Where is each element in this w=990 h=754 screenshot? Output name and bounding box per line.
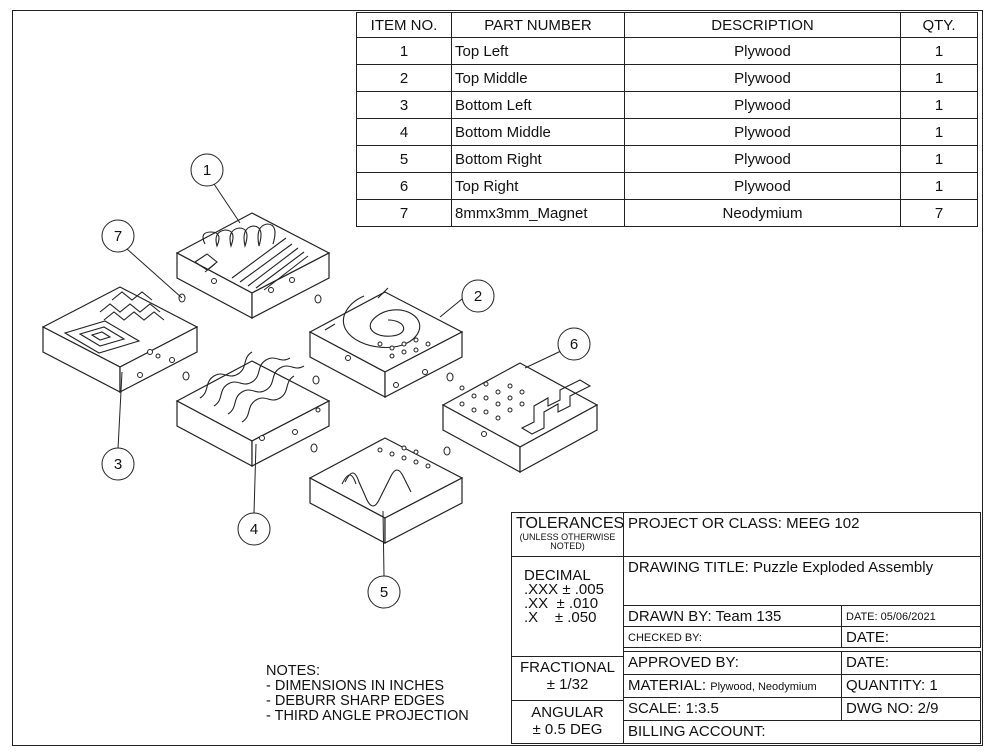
- balloon-3: 3: [101, 447, 135, 481]
- bom-cell-desc: Plywood: [624, 145, 901, 173]
- angular-tolerance-cell: ANGULAR ± 0.5 DEG: [511, 700, 624, 744]
- balloon-3-label: 3: [114, 456, 122, 473]
- drawing-sheet-border: [12, 10, 983, 746]
- decimal-xxx: .XXX ± .005: [524, 581, 604, 598]
- decimal-tolerance-cell: DECIMAL .XXX ± .005 .XX ± .010 .X ± .050: [511, 556, 624, 657]
- bom-cell-desc: Plywood: [624, 118, 901, 146]
- magnets: [178, 293, 454, 456]
- notes-heading: NOTES:: [266, 663, 320, 679]
- part-bottom-left: [41, 286, 199, 393]
- bom-header-part-number: PART NUMBER: [451, 12, 625, 38]
- tolerances-unless: (UNLESS OTHERWISE: [519, 532, 616, 542]
- part-top-middle: [308, 287, 464, 398]
- bom-cell-qty: 1: [900, 145, 978, 173]
- note-line: - THIRD ANGLE PROJECTION: [266, 708, 469, 724]
- bom-cell-item: 7: [356, 199, 452, 227]
- part-top-right: [441, 362, 599, 474]
- bom-row: 2 Top Middle Plywood 1: [356, 64, 978, 92]
- bom-cell-part: Bottom Left: [451, 91, 625, 119]
- bom-cell-item: 5: [356, 145, 452, 173]
- decimal-xx: .XX ± .010: [524, 595, 599, 612]
- balloon-4-label: 4: [250, 521, 258, 538]
- tolerances-cell: TOLERANCES (UNLESS OTHERWISE NOTED): [511, 512, 624, 557]
- decimal-label: DECIMAL: [524, 567, 591, 584]
- project-cell: PROJECT OR CLASS: MEEG 102: [623, 512, 981, 557]
- tolerances-label: TOLERANCES: [516, 515, 624, 532]
- note-line: - DEBURR SHARP EDGES: [266, 693, 445, 709]
- balloon-7: 7: [101, 219, 135, 253]
- material-label: MATERIAL:: [628, 677, 707, 694]
- tolerances-noted: NOTED): [550, 541, 585, 551]
- material-value: Plywood, Neodymium: [710, 681, 817, 693]
- part-bottom-middle: [175, 351, 331, 467]
- bom-row: 3 Bottom Left Plywood 1: [356, 91, 978, 119]
- date-drawn-cell: DATE: 05/06/2021: [841, 605, 981, 627]
- approved-by-cell: APPROVED BY:: [623, 651, 842, 675]
- fractional-value: ± 1/32: [546, 676, 589, 693]
- checked-by-cell: CHECKED BY:: [623, 626, 842, 648]
- bom-cell-qty: 7: [900, 199, 978, 227]
- bom-cell-desc: Plywood: [624, 91, 901, 119]
- fractional-tolerance-cell: FRACTIONAL ± 1/32: [511, 656, 624, 701]
- balloon-5-label: 5: [380, 584, 388, 601]
- bom-cell-qty: 1: [900, 91, 978, 119]
- bom-row: 1 Top Left Plywood 1: [356, 37, 978, 65]
- bom-cell-part: 8mmx3mm_Magnet: [451, 199, 625, 227]
- angular-value: ± 0.5 DEG: [532, 721, 603, 738]
- dwg-no-cell: DWG NO: 2/9: [841, 697, 981, 721]
- bom-cell-item: 3: [356, 91, 452, 119]
- balloon-2-label: 2: [474, 288, 482, 305]
- balloon-6: 6: [557, 327, 591, 361]
- material-cell: MATERIAL: Plywood, Neodymium: [623, 674, 842, 698]
- bill-of-materials-table: ITEM NO. PART NUMBER DESCRIPTION QTY. 1 …: [356, 12, 978, 227]
- part-top-left: [175, 212, 331, 319]
- quantity-cell: QUANTITY: 1: [841, 674, 981, 698]
- balloon-1: 1: [190, 153, 224, 187]
- drawing-notes: NOTES: - DIMENSIONS IN INCHES - DEBURR S…: [266, 664, 469, 724]
- balloon-5: 5: [367, 575, 401, 609]
- bom-cell-desc: Neodymium: [624, 199, 901, 227]
- drawn-by-cell: DRAWN BY: Team 135: [623, 605, 842, 627]
- balloon-1-label: 1: [203, 162, 211, 179]
- bom-row: 5 Bottom Right Plywood 1: [356, 145, 978, 173]
- bom-cell-part: Bottom Right: [451, 145, 625, 173]
- note-line: - DIMENSIONS IN INCHES: [266, 678, 445, 694]
- leader-lines: [117, 183, 562, 577]
- bom-cell-desc: Plywood: [624, 37, 901, 65]
- fractional-label: FRACTIONAL: [519, 659, 615, 676]
- bom-header-row: ITEM NO. PART NUMBER DESCRIPTION QTY.: [356, 12, 978, 38]
- balloon-7-label: 7: [114, 228, 122, 245]
- balloon-4: 4: [237, 512, 271, 546]
- date-approved-cell: DATE:: [841, 651, 981, 675]
- date-checked-cell: DATE:: [841, 626, 981, 648]
- angular-label: ANGULAR: [531, 704, 604, 721]
- bom-cell-part: Top Right: [451, 172, 625, 200]
- part-bottom-right: [308, 437, 464, 544]
- bom-cell-item: 4: [356, 118, 452, 146]
- decimal-x: .X ± .050: [524, 609, 597, 626]
- bom-cell-qty: 1: [900, 37, 978, 65]
- scale-cell: SCALE: 1:3.5: [623, 697, 842, 721]
- bom-cell-qty: 1: [900, 118, 978, 146]
- bom-cell-desc: Plywood: [624, 64, 901, 92]
- bom-row: 7 8mmx3mm_Magnet Neodymium 7: [356, 199, 978, 227]
- balloon-6-label: 6: [570, 336, 578, 353]
- title-block: TOLERANCES (UNLESS OTHERWISE NOTED) DECI…: [511, 512, 981, 744]
- billing-account-cell: BILLING ACCOUNT:: [623, 720, 981, 744]
- drawing-title-cell: DRAWING TITLE: Puzzle Exploded Assembly: [623, 556, 981, 606]
- balloon-2: 2: [461, 279, 495, 313]
